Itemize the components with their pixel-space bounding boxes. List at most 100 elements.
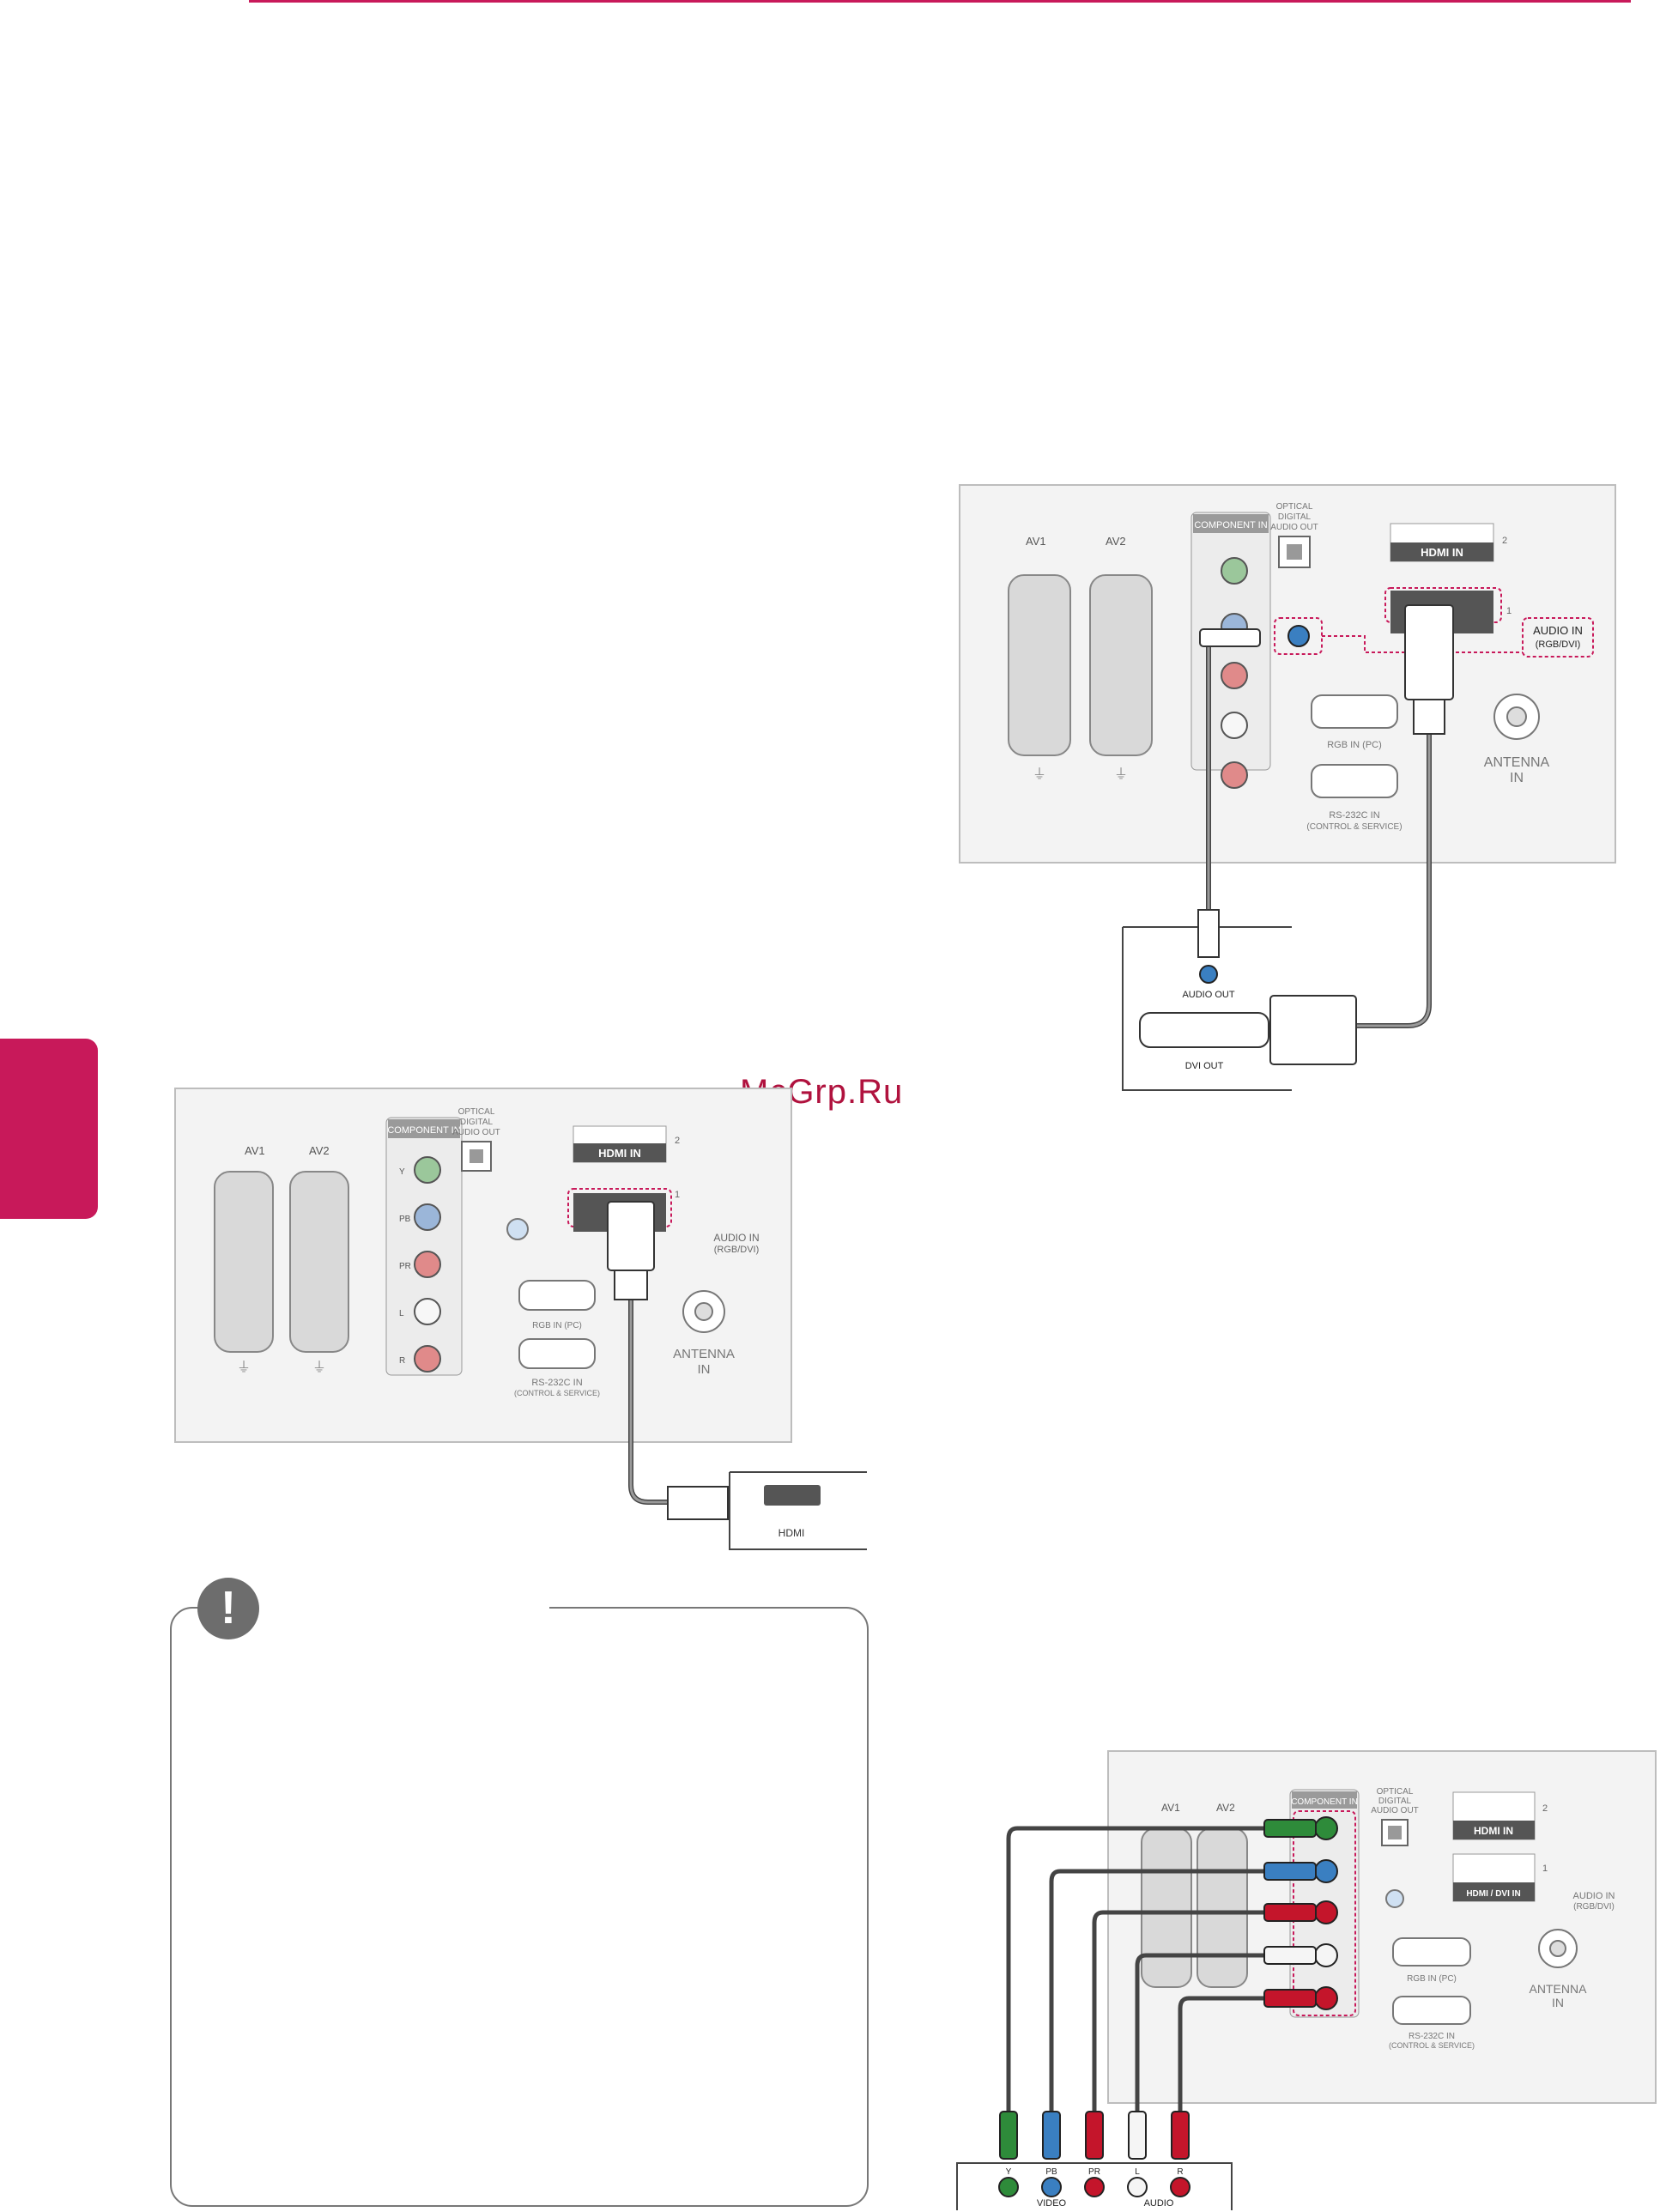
scart-av2 <box>1197 1827 1248 1988</box>
device-r-label: R <box>1177 2167 1183 2177</box>
ground-icon: ⏚ <box>312 1360 326 1375</box>
hdmi-device <box>729 1471 867 1550</box>
hdmi-plug-tv <box>1404 604 1454 700</box>
optical-label-1: OPTICAL <box>458 1107 495 1117</box>
r-jack <box>1314 1986 1338 2010</box>
device-hdmi-port <box>764 1485 821 1506</box>
rs232-port <box>1311 764 1398 798</box>
hdmi1-number: 1 <box>1506 606 1512 616</box>
l-label: L <box>399 1309 404 1318</box>
y-plug-tv <box>1263 1819 1317 1838</box>
av1-label: AV1 <box>1161 1802 1180 1814</box>
r-jack <box>414 1345 441 1373</box>
device-y-jack <box>998 2177 1019 2197</box>
dvi-connection-diagram: AV1 AV2 ⏚ ⏚ COMPONENT IN OPTICAL DIGITAL… <box>959 484 1616 1091</box>
hdmi2-number: 2 <box>1542 1803 1548 1814</box>
av2-label: AV2 <box>309 1144 330 1157</box>
pr-cable <box>1092 1910 1279 2112</box>
r-plug-device <box>1171 2111 1190 2160</box>
audio-in-label-1: AUDIO IN <box>1573 1891 1615 1901</box>
l-jack <box>1221 712 1248 739</box>
scart-av1 <box>1008 574 1071 756</box>
device-l-label: L <box>1135 2167 1140 2177</box>
optical-label-3: AUDIO OUT <box>452 1128 500 1137</box>
optical-label-3: AUDIO OUT <box>1270 523 1318 532</box>
audio-out-jack <box>1199 965 1218 984</box>
pb-jack <box>414 1203 441 1231</box>
hdmi1-number: 1 <box>675 1190 680 1200</box>
top-rule <box>249 0 1631 3</box>
hdmi2-number: 2 <box>1502 536 1507 546</box>
optical-port <box>1278 536 1311 568</box>
optical-label-2: DIGITAL <box>460 1118 494 1127</box>
y-jack <box>1221 557 1248 585</box>
optical-label-1: OPTICAL <box>1276 502 1313 512</box>
device-pb-jack <box>1041 2177 1062 2197</box>
optical-label-2: DIGITAL <box>1378 1797 1412 1806</box>
device-l-jack <box>1127 2177 1148 2197</box>
antenna-label-1: ANTENNA <box>673 1347 735 1361</box>
r-plug-tv <box>1263 1989 1317 2008</box>
antenna-label-1: ANTENNA <box>1484 755 1550 770</box>
av1-label: AV1 <box>1026 535 1046 548</box>
device-audio-label: AUDIO <box>1144 2198 1174 2209</box>
optical-port <box>461 1141 492 1172</box>
ground-icon: ⏚ <box>1114 767 1128 782</box>
device-y-label: Y <box>1006 2167 1012 2177</box>
antenna-label-1: ANTENNA <box>1530 1982 1588 1996</box>
rs232-label-2: (CONTROL & SERVICE) <box>1306 822 1402 832</box>
av2-label: AV2 <box>1216 1802 1235 1814</box>
scart-av1 <box>214 1171 274 1353</box>
y-jack <box>1314 1816 1338 1840</box>
dvi-out-label: DVI OUT <box>1185 1061 1224 1071</box>
rgb-in-port <box>1392 1937 1471 1967</box>
audio-in-label-2: (RGB/DVI) <box>1536 639 1581 650</box>
rgb-in-label: RGB IN (PC) <box>1327 740 1382 750</box>
l-cable <box>1135 1953 1279 2112</box>
pr-jack <box>414 1251 441 1278</box>
hdmi1-number: 1 <box>1542 1864 1548 1874</box>
component-block <box>385 1117 463 1376</box>
scart-av2 <box>1089 574 1153 756</box>
rs232-label-2: (CONTROL & SERVICE) <box>514 1389 600 1397</box>
component-in-label: COMPONENT IN <box>1194 520 1267 530</box>
scart-av2 <box>289 1171 349 1353</box>
hdmi2-number: 2 <box>675 1136 680 1146</box>
pb-plug-tv <box>1263 1862 1317 1881</box>
hdmi2-label: HDMI IN <box>1474 1825 1513 1837</box>
audio-in-label-1: AUDIO IN <box>713 1232 759 1244</box>
pb-label: PB <box>399 1215 411 1224</box>
pb-jack <box>1314 1859 1338 1883</box>
dvi-out-port <box>1139 1012 1269 1048</box>
rs232-port <box>518 1338 596 1369</box>
audio-in-label-1: AUDIO IN <box>1533 624 1583 637</box>
audio-plug-tv <box>1199 628 1261 647</box>
component-header <box>388 1119 460 1138</box>
audio-in-jack <box>506 1218 529 1240</box>
r-cable <box>1178 1996 1279 2112</box>
ground-icon: ⏚ <box>237 1360 251 1375</box>
audio-in-jack <box>1287 625 1310 647</box>
audio-out-label: AUDIO OUT <box>1182 990 1234 1000</box>
av1-label: AV1 <box>245 1144 265 1157</box>
hdmi2-label-band <box>573 1143 666 1162</box>
optical-label-3: AUDIO OUT <box>1371 1806 1419 1815</box>
audio-in-label-2: (RGB/DVI) <box>1573 1902 1615 1912</box>
y-label: Y <box>399 1167 405 1177</box>
caution-icon: ! <box>197 1578 259 1639</box>
optical-port-inner <box>470 1149 483 1163</box>
rs232-port <box>1392 1996 1471 2025</box>
device-r-jack <box>1170 2177 1190 2197</box>
ground-icon: ⏚ <box>1033 767 1046 782</box>
device-hdmi-label: HDMI <box>779 1527 805 1539</box>
device-video-label: VIDEO <box>1037 2198 1067 2209</box>
component-in-label: COMPONENT IN <box>387 1125 460 1136</box>
hdmi-dvi-label: HDMI / DVI IN <box>1466 1889 1520 1899</box>
hdmi2-label-band <box>1390 542 1493 561</box>
rs232-label-1: RS-232C IN <box>1329 810 1379 821</box>
scart-av1 <box>1141 1827 1192 1988</box>
audio-in-label-2: (RGB/DVI) <box>714 1245 760 1255</box>
r-jack <box>1221 761 1248 789</box>
hdmi2-label: HDMI IN <box>598 1147 641 1160</box>
hdmi-plug-tv <box>607 1201 655 1271</box>
